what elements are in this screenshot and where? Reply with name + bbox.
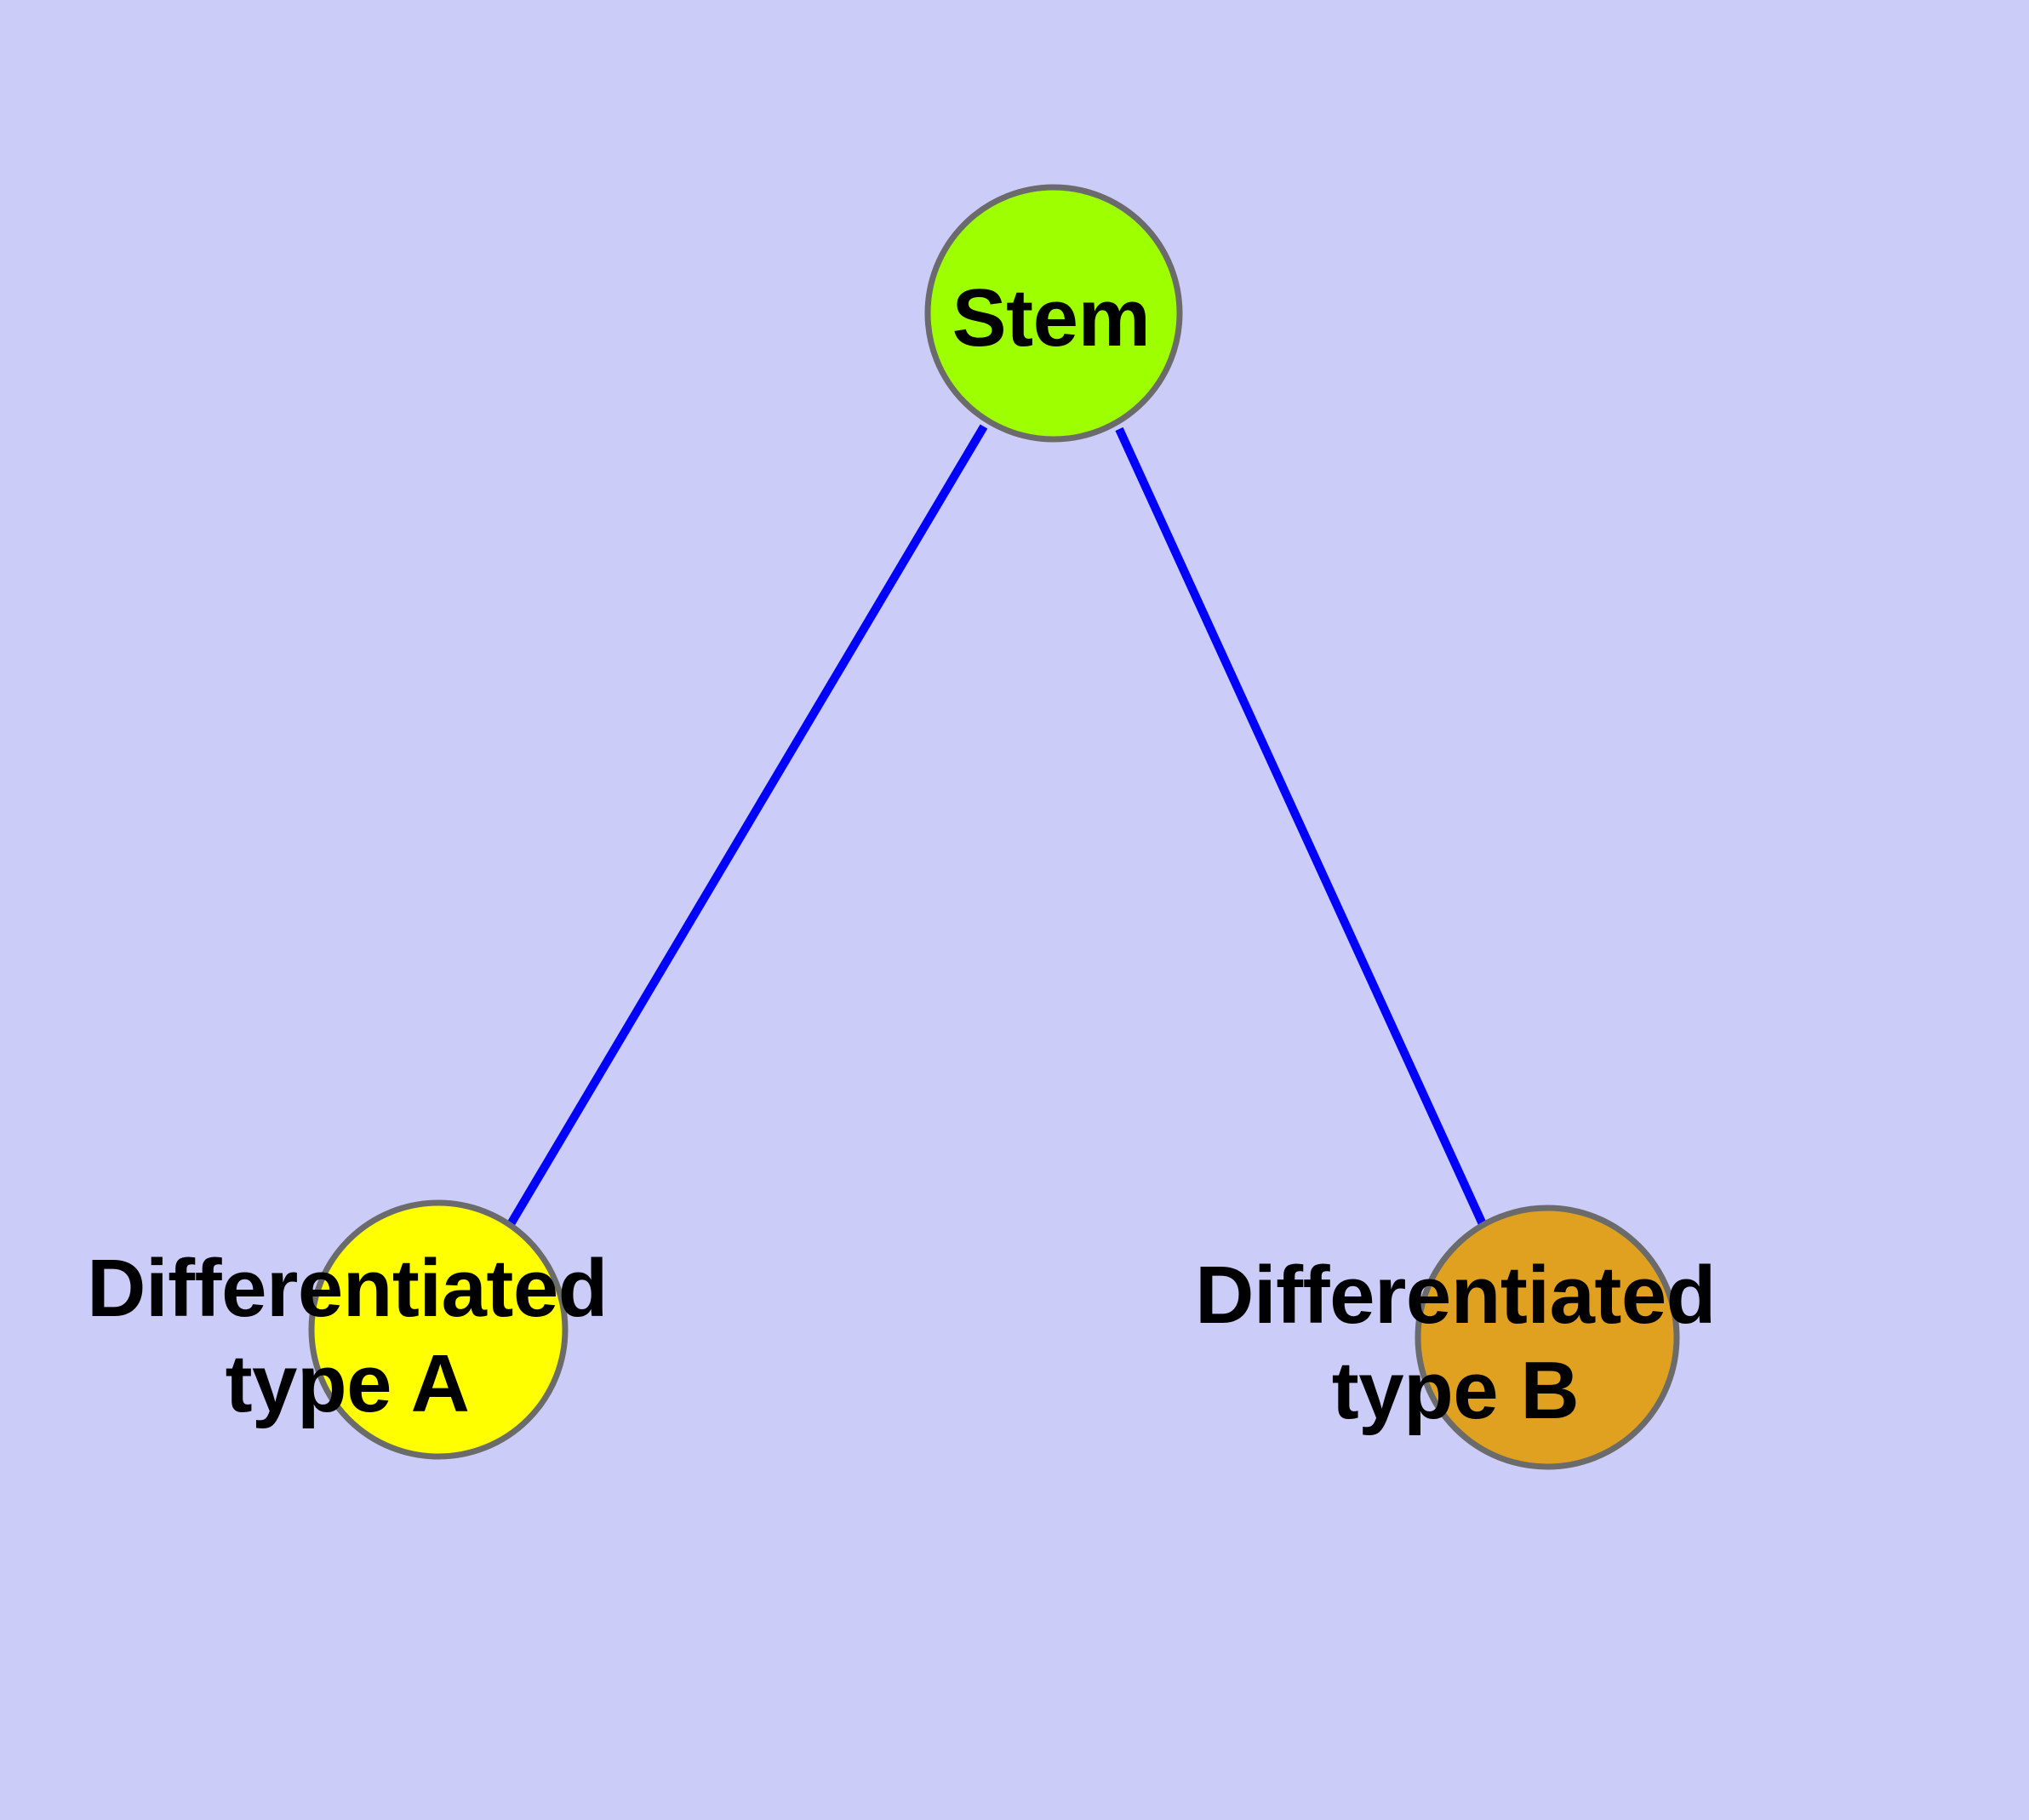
edge-stem-diff-a[interactable] (506, 424, 988, 1227)
node-circle-stem[interactable] (924, 184, 1183, 443)
edge-layer (506, 424, 1487, 1227)
node-layer (308, 184, 1680, 1470)
node-circle-diff_a[interactable] (308, 1199, 569, 1460)
edge-stem-diff-b[interactable] (1115, 426, 1487, 1227)
node-circle-diff_b[interactable] (1415, 1205, 1680, 1470)
